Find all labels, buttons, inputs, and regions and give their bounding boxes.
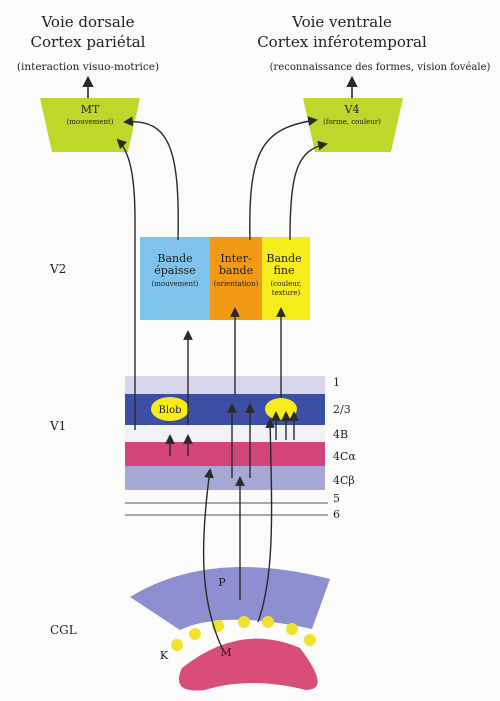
ventral-note: (reconnaissance des formes, vision fovéa… [270, 62, 491, 73]
v4-label: V4 [344, 103, 360, 116]
mt-label: MT [81, 103, 100, 116]
v4-area [303, 98, 403, 152]
layer-label-5: 5 [333, 492, 340, 505]
blob-label: Blob [159, 405, 182, 416]
arrow-v1-direct-to-mt [116, 138, 136, 430]
v1-label: V1 [49, 419, 66, 433]
thick-stripe-line1: Bande [157, 252, 192, 265]
layer-label-6: 6 [333, 508, 340, 521]
thin-stripe-line2: fine [274, 264, 295, 277]
mt-area [40, 98, 140, 152]
layer-label-1: 1 [333, 376, 340, 389]
dorsal-title: Voie dorsale [40, 13, 134, 31]
v1-layer-4c-beta [125, 466, 325, 490]
cgl-p-label: P [218, 576, 226, 589]
v2-label: V2 [49, 262, 66, 276]
ventral-title: Voie ventrale [291, 13, 392, 31]
mt-sub: (mouvement) [66, 118, 113, 126]
arrow-m-to-4ca [202, 468, 223, 649]
dorsal-subtitle: Cortex pariétal [31, 33, 146, 51]
arrow-m-to-blob [257, 418, 276, 623]
v1-layer-4c-alpha [125, 442, 325, 466]
layer-label-2-3: 2/3 [333, 403, 351, 416]
parvocellular-layer [130, 566, 330, 630]
v2-thick-stripe [140, 237, 210, 320]
interstripe-sub: (orientation) [214, 280, 259, 288]
thick-stripe-line2: épaisse [154, 264, 195, 277]
konio-dot [171, 639, 183, 651]
thin-stripe-line1: Bande [266, 252, 301, 265]
cgl-m-label: M [220, 646, 231, 659]
konio-dot [189, 628, 201, 640]
dorsal-note: (interaction visuo-motrice) [17, 61, 159, 73]
blob-right [265, 398, 297, 420]
layer-label-4c-beta: 4Cβ [333, 474, 355, 487]
magnocellular-layer [178, 638, 318, 691]
ventral-subtitle: Cortex inférotemporal [257, 33, 427, 51]
konio-dot [238, 616, 250, 628]
thin-stripe-sub2: texture) [272, 289, 301, 297]
cgl-k-label: K [160, 649, 169, 662]
arrow-inter-to-v4 [249, 116, 318, 241]
layer-label-4b: 4B [333, 428, 348, 441]
v1-layer-4b [125, 425, 325, 442]
cgl-label: CGL [50, 623, 77, 637]
konio-dot [286, 623, 298, 635]
thick-stripe-sub: (mouvement) [151, 280, 198, 288]
konio-dot [262, 616, 274, 628]
layer-label-4c-alpha: 4Cα [333, 450, 356, 463]
arrow-thin-to-v4 [289, 140, 328, 241]
arrow-thick-to-mt [123, 116, 179, 241]
v2-thin-stripe [262, 237, 310, 320]
v2-interstripe [210, 237, 262, 320]
interstripe-line2: bande [219, 264, 253, 277]
thin-stripe-sub1: (couleur, [270, 280, 301, 288]
v4-sub: (forme, couleur) [323, 118, 381, 126]
interstripe-line1: Inter- [220, 252, 252, 265]
blob-left [151, 397, 189, 421]
pathway-arrows [116, 116, 328, 649]
v1-layer-1 [125, 376, 325, 394]
konio-dot [304, 634, 316, 646]
